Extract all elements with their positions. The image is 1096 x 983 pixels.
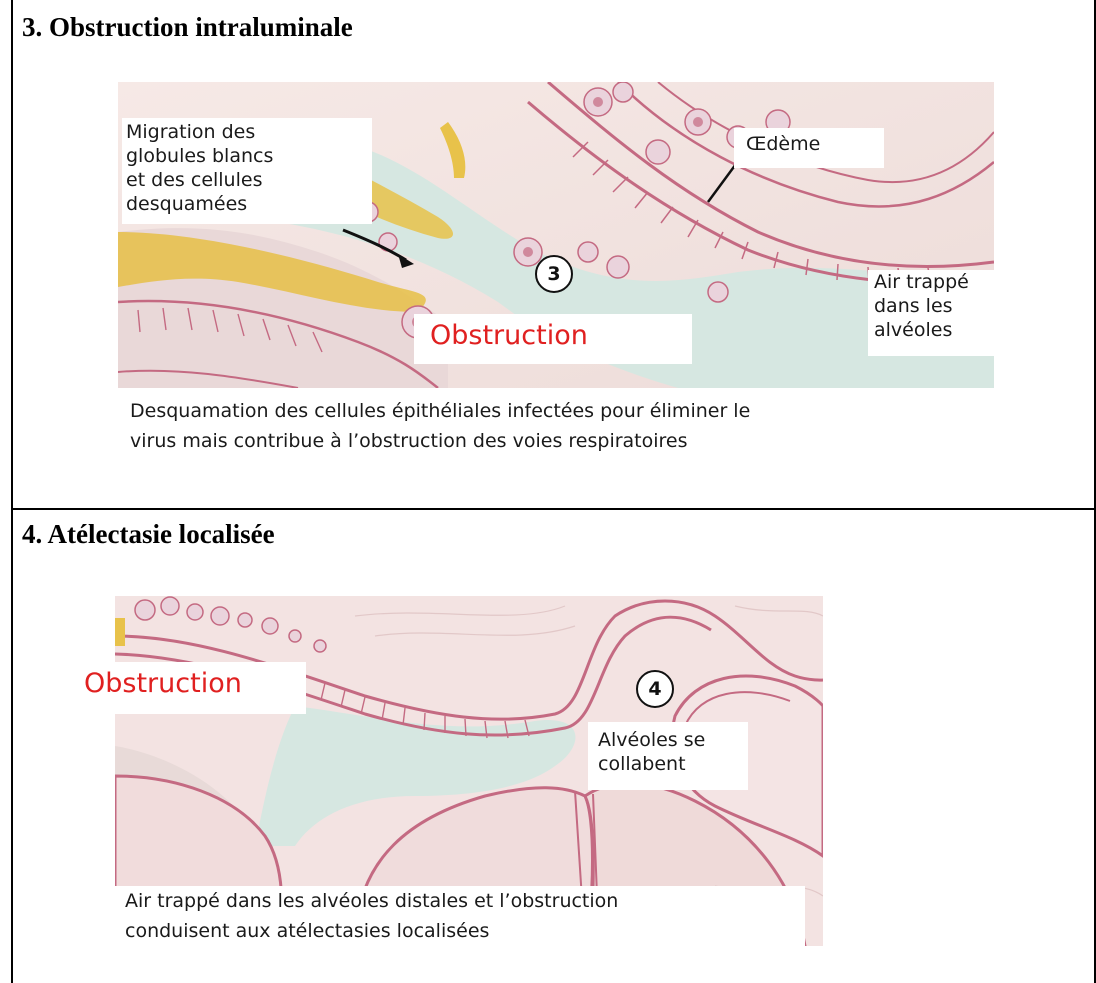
table-border-left [11, 0, 13, 983]
section-4-heading: 4. Atélectasie localisée [22, 519, 275, 550]
label-migration-line-1: Migration des [126, 120, 372, 144]
section-3-heading: 3. Obstruction intraluminale [22, 12, 353, 43]
label-air-trappe-line-2: dans les [874, 294, 1000, 318]
caption-3-line-2: virus mais contribue à l’obstruction des… [130, 426, 970, 456]
label-migration-line-2: globules blancs [126, 144, 372, 168]
caption-3-line-1: Desquamation des cellules épithéliales i… [130, 396, 970, 426]
label-migration-line-4: desquamées [126, 192, 372, 216]
label-air-trappe-line-3: alvéoles [874, 318, 1000, 342]
label-obstruction-4: Obstruction [76, 662, 306, 714]
caption-section-3: Desquamation des cellules épithéliales i… [130, 396, 970, 456]
label-air-trappe: Air trappé dans les alvéoles [868, 270, 1000, 356]
label-oedeme: Œdème [734, 128, 884, 168]
label-alveoles-line-1: Alvéoles se [598, 728, 748, 752]
label-obstruction-3: Obstruction [414, 314, 692, 364]
label-migration-line-3: et des cellules [126, 168, 372, 192]
caption-section-4: Air trappé dans les alvéoles distales et… [115, 886, 805, 946]
step-3-marker: 3 [535, 255, 573, 293]
table-row-divider [11, 508, 1096, 510]
caption-4-line-1: Air trappé dans les alvéoles distales et… [125, 886, 805, 916]
caption-4-line-2: conduisent aux atélectasies localisées [125, 916, 805, 946]
label-alveoles-line-2: collabent [598, 752, 748, 776]
label-migration: Migration des globules blancs et des cel… [122, 118, 372, 224]
label-alveoles-collabent: Alvéoles se collabent [588, 722, 748, 790]
label-air-trappe-line-1: Air trappé [874, 270, 1000, 294]
step-4-marker: 4 [636, 670, 674, 708]
